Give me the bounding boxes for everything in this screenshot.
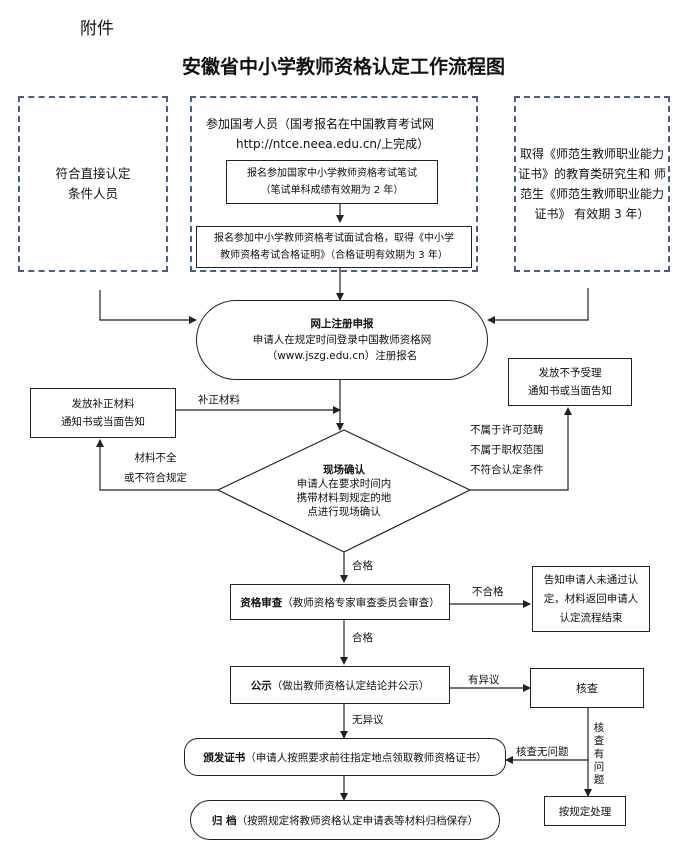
reject-reason-2: 不属于职权范围 — [470, 444, 544, 456]
direct-cert-line2: 条件人员 — [67, 186, 118, 201]
fail-notice-line2: 定，材料返回申请人 — [543, 592, 639, 605]
normal-student-box: 取得《师范生教师职业能力 证书》的教育类研究生和 师 范生《师范生教师职业能力 … — [514, 96, 670, 272]
national-exam-line1: 参加国考人员（国考报名在中国教育考试网 — [206, 117, 435, 131]
supplement-notice-line2: 通知书或当面告知 — [61, 416, 145, 428]
issue-certificate-box: 颁发证书（申请人按照要求前往指定地点领取教师资格证书） — [184, 738, 506, 776]
direct-cert-box: 符合直接认定 条件人员 — [18, 96, 168, 272]
reject-reasons: 不属于许可范畴 不属于职权范围 不符合认定条件 — [470, 420, 544, 480]
verify-ok-label: 核查无问题 — [516, 746, 569, 758]
pass-label-1: 合格 — [352, 560, 373, 572]
handle-box: 按规定处理 — [544, 796, 626, 826]
onsite-title: 现场确认 — [323, 464, 365, 476]
online-title: 网上注册申报 — [310, 318, 374, 330]
fail-notice-box: 告知申请人未通过认 定，材料返回申请人 认定流程结束 — [532, 566, 650, 632]
fail-label: 不合格 — [472, 586, 504, 598]
attachment-label: 附件 — [80, 19, 114, 39]
onsite-line3: 点进行现场确认 — [307, 506, 381, 518]
national-exam-line2: http://ntce.neea.edu.cn/上完成） — [236, 137, 430, 151]
certificate-desc: （申请人按照要求前往指定地点领取教师资格证书） — [245, 751, 487, 764]
incomplete-line2: 或不符合规定 — [124, 472, 187, 484]
supplement-notice-line1: 发放补正材料 — [71, 398, 135, 410]
arrow-right-to-online — [487, 288, 589, 324]
publicity-desc: （做出教师资格认定结论并公示） — [271, 679, 430, 692]
reject-notice-line1: 发放不予受理 — [538, 367, 602, 379]
onsite-diamond — [216, 429, 472, 553]
written-exam-box: 报名参加国家中小学教师资格考试笔试 （笔试单科成绩有效期为 2 年） — [226, 160, 438, 204]
normal-student-line1: 取得《师范生教师职业能力 — [519, 147, 664, 161]
arrow-reject — [470, 407, 572, 491]
publicity-box: 公示（做出教师资格认定结论并公示） — [230, 666, 450, 704]
verify-problem-label: 核查有问题 — [593, 722, 605, 786]
supplement-label: 补正材料 — [198, 394, 240, 406]
arrow-incomplete — [96, 439, 218, 491]
written-exam-line2: （笔试单科成绩有效期为 2 年） — [260, 185, 404, 196]
reject-notice-line2: 通知书或当面告知 — [528, 385, 612, 397]
reject-reason-1: 不属于许可范畴 — [470, 424, 544, 436]
publicity-title: 公示 — [250, 679, 272, 692]
objection-label: 有异议 — [468, 674, 500, 686]
reject-notice-box: 发放不予受理 通知书或当面告知 — [508, 358, 632, 406]
normal-student-line4: 证书》 有效期 3 年） — [534, 207, 650, 221]
review-desc: （教师资格专家审查委员会审查） — [282, 596, 440, 609]
archive-node: 归 档（按照规定将教师资格认定申请表等材料归档保存） — [190, 800, 500, 840]
reject-reason-3: 不符合认定条件 — [470, 464, 544, 476]
online-registration-node: 网上注册申报 申请人在规定时间登录中国教师资格网 （www.jszg.edu.c… — [196, 300, 488, 380]
direct-cert-line1: 符合直接认定 — [55, 166, 131, 181]
archive-title: 归 档 — [211, 814, 237, 827]
incomplete-label: 材料不全 或不符合规定 — [124, 448, 187, 488]
pass-label-2: 合格 — [352, 632, 373, 644]
normal-student-line3: 范生《师范生教师职业能力 — [519, 187, 664, 201]
certificate-title: 颁发证书 — [203, 751, 246, 764]
page-title: 安徽省中小学教师资格认定工作流程图 — [181, 56, 505, 78]
interview-line2: 教师资格考试合格证明》（合格证明有效期为 3 年） — [220, 250, 448, 261]
interview-line1: 报名参加中小学教师资格考试面试合格，取得《中小学 — [214, 233, 454, 244]
online-line1: 申请人在规定时间登录中国教师资格网 — [252, 334, 432, 346]
written-exam-line1: 报名参加国家中小学教师资格考试笔试 — [247, 168, 417, 179]
online-line2: （www.jszg.edu.cn）注册报名 — [266, 350, 418, 362]
review-title: 资格审查 — [240, 596, 283, 609]
no-objection-label: 无异议 — [352, 714, 384, 726]
qualification-review-box: 资格审查（教师资格专家审查委员会审查） — [230, 584, 450, 620]
normal-student-line2: 证书》的教育类研究生和 师 — [518, 167, 666, 181]
onsite-confirm-node: 现场确认 申请人在要求时间内 携带材料到规定的地 点进行现场确认 — [268, 458, 420, 524]
arrow-left-to-online — [99, 290, 197, 324]
national-exam-box: 参加国考人员（国考报名在中国教育考试网 http://ntce.neea.edu… — [190, 96, 478, 272]
written-to-interview-arrow — [336, 204, 344, 223]
archive-desc: （按照规定将教师资格认定申请表等材料归档保存） — [236, 814, 479, 827]
interview-box: 报名参加中小学教师资格考试面试合格，取得《中小学 教师资格考试合格证明》（合格证… — [196, 226, 472, 268]
fail-notice-line1: 告知申请人未通过认 — [543, 573, 639, 586]
verify-box: 核查 — [530, 668, 644, 708]
onsite-line2: 携带材料到规定的地 — [296, 492, 392, 504]
supplement-notice-box: 发放补正材料 通知书或当面告知 — [30, 388, 176, 438]
incomplete-line1: 材料不全 — [134, 452, 177, 464]
onsite-line1: 申请人在要求时间内 — [296, 478, 392, 490]
fail-notice-line3: 认定流程结束 — [559, 611, 623, 624]
